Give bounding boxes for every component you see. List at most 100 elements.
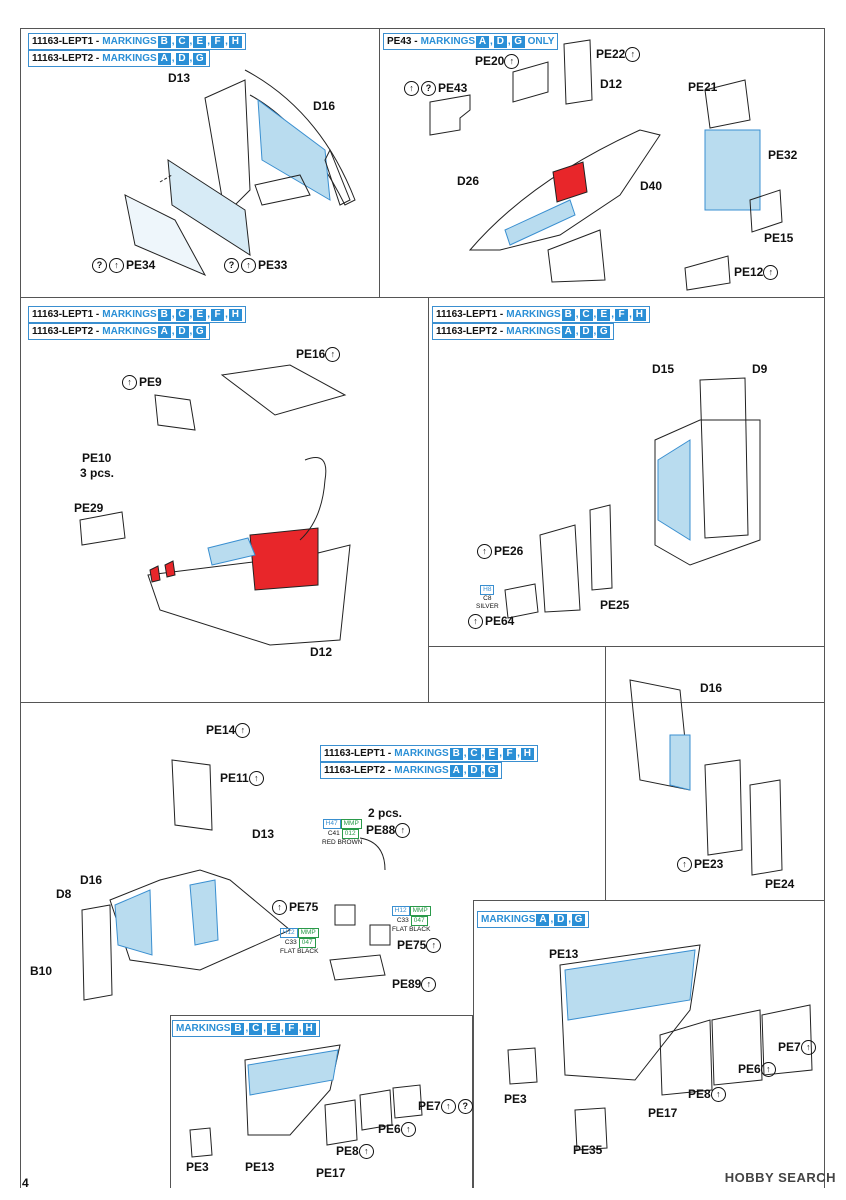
part-label-d16: D16: [80, 873, 103, 887]
part-label-d12: D12: [310, 645, 333, 659]
part-label-pe17: PE17: [648, 1106, 678, 1120]
marking-badge: E: [193, 308, 207, 321]
optional-icon: ?: [421, 81, 436, 97]
part-label-pe75-a: ↑PE75: [272, 900, 318, 916]
marking-badge: C: [467, 747, 481, 760]
part-label-d9: D9: [752, 362, 768, 376]
marking-badge: G: [511, 35, 525, 48]
bend-icon: ↑: [477, 544, 492, 560]
part-label-pe8: PE8↑: [336, 1144, 376, 1160]
marking-badge: D: [554, 913, 568, 926]
part-label-pe34: ?↑PE34: [92, 258, 155, 274]
part-label-pe26: ↑PE26: [477, 544, 523, 560]
part-label-d16: D16: [313, 99, 336, 113]
part-label-pe25: PE25: [600, 598, 630, 612]
marking-badge: G: [572, 913, 586, 926]
page-number: 4: [22, 1176, 29, 1190]
bend-icon: ↑: [426, 938, 442, 954]
part-label-pe7: PE7↑: [778, 1040, 818, 1056]
marking-badge: B: [157, 308, 171, 321]
marking-badge: B: [561, 308, 575, 321]
marking-badge: B: [449, 747, 463, 760]
bend-icon: ↑: [710, 1087, 726, 1103]
marking-badge: C: [579, 308, 593, 321]
marking-header-lept2: 11163-LEPT2 -MARKINGS A,D,G: [432, 323, 615, 340]
part-label-pe64: ↑PE64: [468, 614, 514, 630]
marking-badge: D: [175, 52, 189, 65]
part-label-pe23: ↑PE23: [677, 857, 723, 873]
part-label-pe35: PE35: [573, 1143, 603, 1157]
bend-icon: ↑: [440, 1099, 456, 1115]
part-label-pe13: PE13: [549, 947, 579, 961]
marking-badge: D: [493, 35, 507, 48]
marking-badge: A: [536, 913, 550, 926]
bend-icon: ↑: [109, 258, 124, 274]
part-label-pe15: PE15: [764, 231, 794, 245]
marking-header-lept2: 11163-LEPT2 -MARKINGS A,D,G: [28, 50, 211, 67]
part-label-pe88: PE88↑: [366, 823, 412, 839]
marking-badge: F: [211, 35, 225, 48]
part-label-pe10: PE10: [82, 451, 112, 465]
marking-header-lept1: 11163-LEPT1 -MARKINGS B,C,E,F,H: [320, 745, 538, 762]
part-label-pe75-b: PE75↑: [397, 938, 443, 954]
marking-badge: E: [193, 35, 207, 48]
marking-badge: C: [175, 308, 189, 321]
part-label-pe9: ↑PE9: [122, 375, 162, 391]
part-label-d13: D13: [252, 827, 275, 841]
marking-badge: D: [579, 325, 593, 338]
marking-badge: D: [175, 325, 189, 338]
bend-icon: ↑: [358, 1144, 374, 1160]
marking-badge: G: [193, 52, 207, 65]
part-label-pe21: PE21: [688, 80, 718, 94]
marking-badge: F: [503, 747, 517, 760]
part-label-pe6: PE6↑: [738, 1062, 778, 1078]
marking-badge: G: [193, 325, 207, 338]
marking-badge: H: [520, 747, 534, 760]
part-quantity-pe10: 3 pcs.: [80, 466, 115, 480]
bend-icon: ↑: [763, 265, 779, 281]
marking-header-lept1: 11163-LEPT1 -MARKINGS B,C,E,F,H: [28, 306, 246, 323]
part-label-pe14: PE14↑: [206, 723, 252, 739]
bend-icon: ↑: [272, 900, 287, 916]
part-label-d12: D12: [600, 77, 623, 91]
part-label-pe33: ?↑PE33: [224, 258, 287, 274]
bend-icon: ↑: [248, 771, 264, 787]
optional-icon: ?: [92, 258, 107, 274]
bend-icon: ↑: [625, 47, 641, 63]
marking-badge: H: [228, 308, 242, 321]
part-label-pe3: PE3: [504, 1092, 527, 1106]
bend-icon: ↑: [122, 375, 137, 391]
marking-badge: B: [231, 1022, 245, 1035]
marking-badge: A: [561, 325, 575, 338]
marking-badge: F: [211, 308, 225, 321]
part-label-pe13: PE13: [245, 1160, 275, 1174]
bend-icon: ↑: [760, 1062, 776, 1078]
bend-icon: ↑: [235, 723, 251, 739]
watermark: HOBBY SEARCH: [724, 1170, 836, 1185]
bend-icon: ↑: [241, 258, 256, 274]
part-label-pe20: PE20↑: [475, 54, 521, 70]
part-label-pe7: PE7↑?: [418, 1099, 475, 1115]
marking-header-lept2: 11163-LEPT2 -MARKINGS A,D,G: [320, 762, 503, 779]
marking-badge: A: [449, 764, 463, 777]
panel-bottom-inset-right: [473, 900, 825, 1188]
part-label-pe17: PE17: [316, 1166, 346, 1180]
marking-badge: F: [615, 308, 629, 321]
marking-badge: F: [284, 1022, 298, 1035]
marking-badge: G: [597, 325, 611, 338]
marking-header-pe43: PE43 -MARKINGS A,D,G ONLY: [383, 33, 559, 50]
marking-header-lept2: 11163-LEPT2 -MARKINGS A,D,G: [28, 323, 211, 340]
part-label-pe32: PE32: [768, 148, 798, 162]
marking-badge: A: [157, 325, 171, 338]
marking-badge: H: [302, 1022, 316, 1035]
part-label-pe89: PE89↑: [392, 977, 438, 993]
marking-badge: C: [175, 35, 189, 48]
marking-badge: G: [485, 764, 499, 777]
bend-icon: ↑: [468, 614, 483, 630]
marking-header-bcefh: MARKINGS B,C,E,F,H: [172, 1020, 320, 1037]
part-label-pe24: PE24: [765, 877, 795, 891]
part-label-pe6: PE6↑: [378, 1122, 418, 1138]
part-label-d8: D8: [56, 887, 72, 901]
